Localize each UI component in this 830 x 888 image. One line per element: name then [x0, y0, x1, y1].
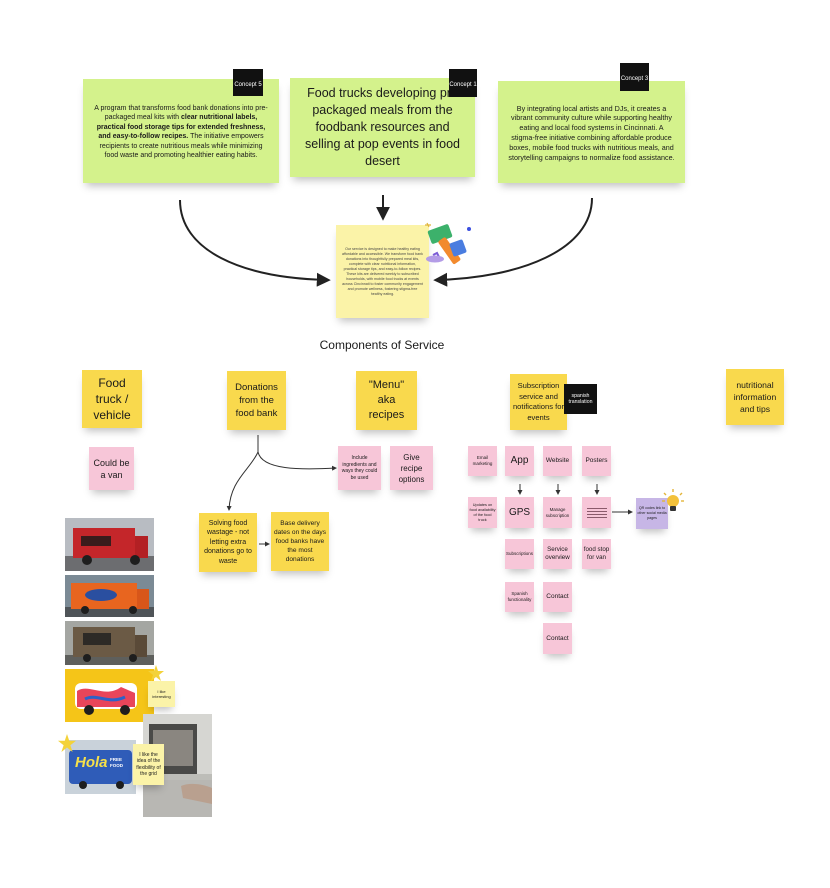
pushpin-icon	[425, 251, 445, 263]
note-website: Website	[543, 446, 572, 476]
note-give-recipe-options: Give recipe options	[390, 446, 433, 490]
component-food-truck: Food truck / vehicle	[82, 370, 142, 428]
star-icon	[148, 665, 164, 681]
component-donations: Donations from the food bank	[227, 371, 286, 430]
note-email-marketing: Email marketing	[468, 446, 497, 476]
note-gps: GPS	[505, 497, 534, 528]
arrow-concept5-to-merged	[179, 199, 331, 287]
photo-illustrated-van	[65, 669, 154, 722]
note-posters: Posters	[582, 446, 611, 476]
note-updates-food-availability: Updates on food availability of the food…	[468, 497, 497, 528]
note-include-ingredients: Include ingredients and ways they could …	[338, 446, 381, 490]
concept5-tag: Concept 5	[233, 69, 263, 96]
concept1-note: Food trucks developing pre packaged meal…	[290, 78, 475, 177]
free-food-text: FREE FOOD	[110, 757, 123, 768]
note-solving-wastage: Solving food wastage - not letting extra…	[199, 513, 257, 572]
note-subscriptions: Subscriptions	[505, 539, 534, 569]
note-could-be-van: Could be a van	[89, 447, 134, 490]
poster-lines-icon	[586, 506, 607, 520]
star-icon	[58, 734, 76, 752]
photo-brown-truck	[65, 621, 154, 665]
component-menu: "Menu" aka recipes	[356, 371, 417, 430]
concept5-note: A program that transforms food bank dona…	[83, 79, 279, 183]
note-contact-1: Contact	[543, 582, 572, 612]
note-spanish-functionality: Spanish functionality	[505, 582, 534, 612]
note-poster-lines	[582, 497, 611, 528]
photo-red-truck	[65, 518, 154, 571]
hola-text: Hola	[75, 754, 108, 771]
note-base-delivery: Base delivery dates on the days food ban…	[271, 512, 329, 571]
component-subscription: Subscription service and notifications f…	[510, 374, 567, 430]
concept3-tag: Concept 3	[620, 63, 649, 91]
photo-hola-van: Hola FREE FOOD	[65, 740, 136, 794]
note-flexibility: I like the idea of the flexibility of th…	[133, 744, 164, 785]
merged-concept-note: Our service is designed to make healthy …	[336, 225, 429, 318]
photo-orange-truck	[65, 575, 154, 617]
note-qr-codes: QR codes link to other social media page…	[636, 498, 668, 529]
note-interesting: I like interesting	[148, 681, 175, 707]
arrow-donations-to-include	[257, 451, 337, 471]
concept1-tag: Concept 1	[449, 69, 477, 97]
lightbulb-icon	[661, 488, 685, 514]
note-service-overview: Service overview	[543, 539, 572, 569]
hammer-icon	[423, 219, 475, 271]
subscription-tag: spanish translation	[564, 384, 597, 414]
arrow-donations-to-solving	[226, 451, 259, 511]
note-app: App	[505, 446, 534, 476]
component-nutrition: nutritional information and tips	[726, 369, 784, 425]
concept3-note: By integrating local artists and DJs, it…	[498, 81, 685, 183]
section-title: Components of Service	[319, 338, 445, 352]
note-manage-subscription: Manage subscription	[543, 497, 572, 528]
note-food-stop: food stop for van	[582, 539, 611, 569]
note-contact-2: Contact	[543, 623, 572, 654]
